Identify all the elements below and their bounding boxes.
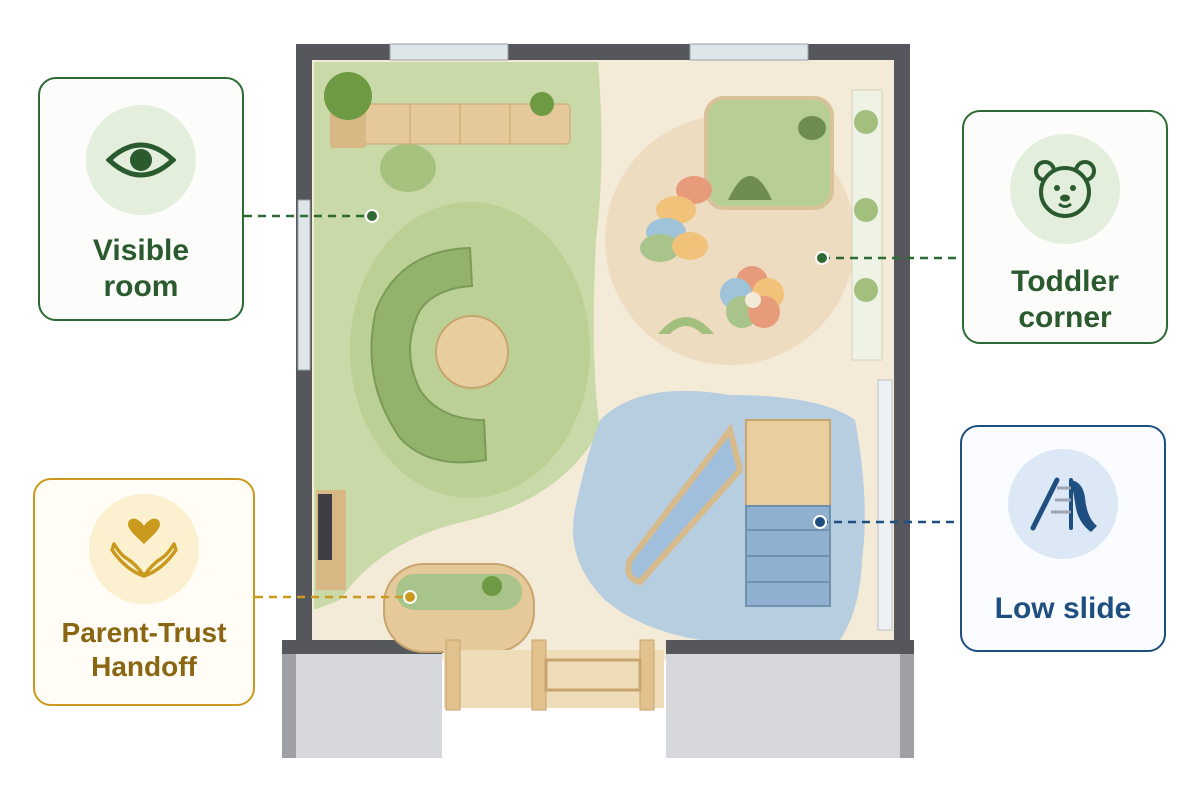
wall-tree-art (851, 89, 883, 361)
pouf (380, 144, 436, 192)
eye-icon (86, 105, 196, 215)
tv (318, 494, 332, 560)
plant (530, 92, 554, 116)
callout-toddler-corner: Toddler corner (962, 110, 1168, 344)
flower-cushion (720, 266, 784, 328)
curved-sofa (370, 246, 488, 464)
connector-visible-room (244, 209, 379, 223)
callout-label: Toddler corner (1011, 265, 1119, 334)
plant (324, 72, 372, 120)
low-slide-structure (625, 419, 831, 607)
connector-low-slide (813, 515, 960, 529)
slide-icon (1008, 449, 1118, 559)
tunnel-house (704, 96, 834, 210)
callout-visible-room: Visible room (38, 77, 244, 321)
round-table (435, 315, 509, 389)
heart-hands-icon (89, 494, 199, 604)
callout-parent-trust-handoff: Parent-Trust Handoff (33, 478, 255, 706)
arch-climber (658, 317, 714, 334)
wall-shelf (324, 72, 571, 148)
windows (297, 43, 893, 631)
callout-low-slide: Low slide (960, 425, 1166, 652)
stepping-cushions (640, 176, 712, 262)
callout-label: Visible room (92, 234, 190, 303)
connector-parent-trust-handoff (255, 590, 417, 604)
callout-label: Parent-Trust Handoff (61, 617, 227, 682)
entry-gate (444, 639, 664, 711)
planter-bench (383, 563, 535, 653)
connector-toddler-corner (815, 251, 962, 265)
teddy-bear-icon (1010, 134, 1120, 244)
callout-label: Low slide (994, 592, 1132, 625)
